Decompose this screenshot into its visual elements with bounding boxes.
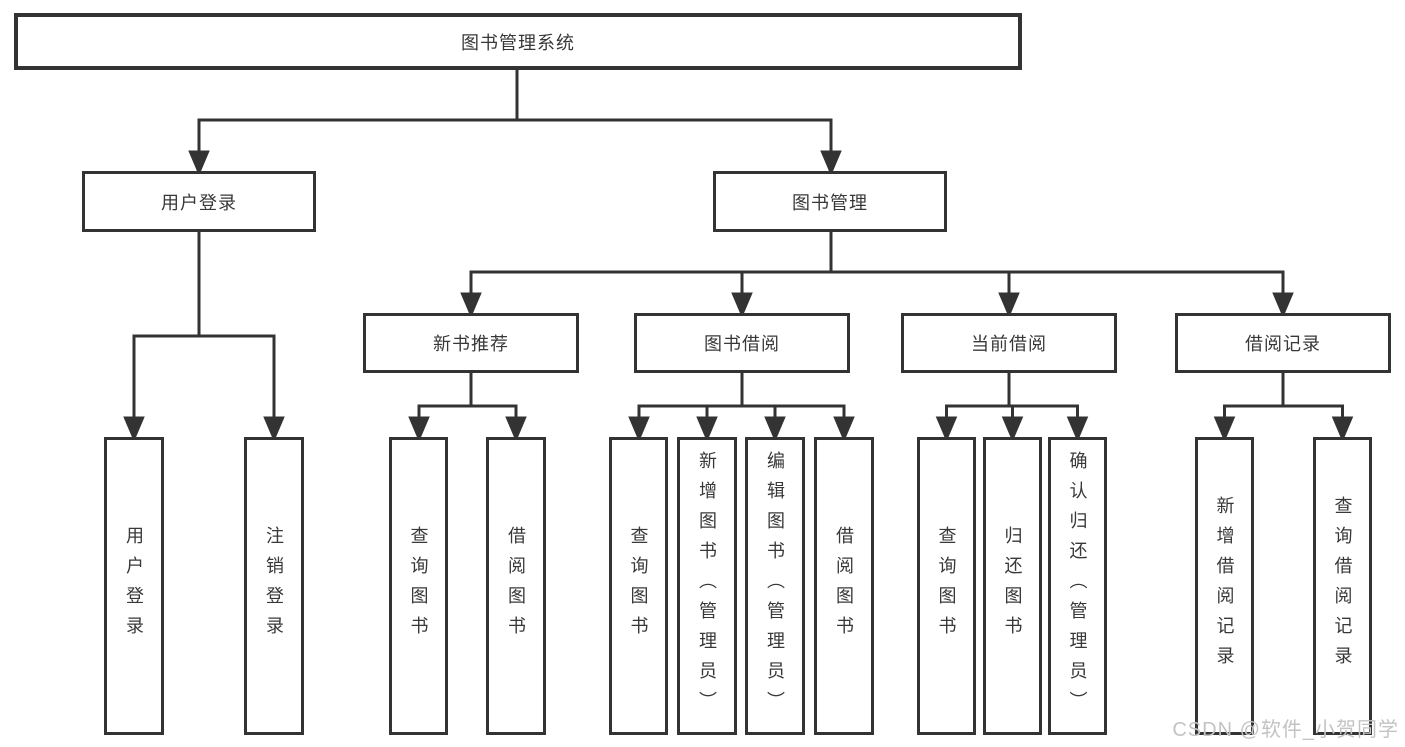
node-leaf-query-books-newrec-label: 查询图书 <box>408 526 429 646</box>
edge-borrow-to-leaves <box>628 373 855 442</box>
node-leaf-logout-label: 注销登录 <box>264 526 284 646</box>
node-book-management-label: 图书管理 <box>792 192 868 213</box>
edge-book-mgmt-to-level3 <box>460 232 1294 318</box>
node-leaf-query-books-borrow-label: 查询图书 <box>628 526 649 646</box>
node-borrow-records-label: 借阅记录 <box>1245 334 1321 354</box>
node-leaf-query-books-borrow: 查询图书 <box>609 437 668 735</box>
edge-user-login-to-leaves <box>123 232 285 442</box>
node-book-borrow: 图书借阅 <box>634 313 850 373</box>
node-leaf-query-books-newrec: 查询图书 <box>389 437 448 735</box>
node-leaf-query-borrow-record-label: 查询借阅记录 <box>1332 496 1353 676</box>
edge-current-to-leaves <box>935 373 1089 442</box>
node-leaf-borrow-books-borrow: 借阅图书 <box>814 437 874 735</box>
node-leaf-add-borrow-record-label: 新增借阅记录 <box>1214 496 1235 676</box>
node-current-borrow-label: 当前借阅 <box>971 334 1047 354</box>
node-book-borrow-label: 图书借阅 <box>704 334 780 354</box>
node-library-system: 图书管理系统 <box>14 13 1022 70</box>
node-leaf-confirm-return-admin: 确认归还（管理员） <box>1048 437 1107 735</box>
node-current-borrow: 当前借阅 <box>901 313 1117 373</box>
edge-records-to-leaves <box>1213 373 1354 442</box>
node-leaf-query-books-current-label: 查询图书 <box>936 526 957 646</box>
node-new-book-recommend: 新书推荐 <box>363 313 579 373</box>
node-user-login: 用户登录 <box>82 171 316 232</box>
node-borrow-records: 借阅记录 <box>1175 313 1391 373</box>
node-leaf-query-borrow-record: 查询借阅记录 <box>1313 437 1372 735</box>
node-leaf-edit-book-admin-label: 编辑图书（管理员） <box>765 451 785 721</box>
node-leaf-borrow-books-newrec-label: 借阅图书 <box>506 526 526 646</box>
edge-new-rec-to-leaves <box>408 373 527 442</box>
node-leaf-add-book-admin: 新增图书（管理员） <box>677 437 737 735</box>
node-library-system-label: 图书管理系统 <box>461 32 575 53</box>
node-leaf-user-login: 用户登录 <box>104 437 164 735</box>
node-new-book-recommend-label: 新书推荐 <box>433 334 509 354</box>
watermark: CSDN @软件_小贺同学 <box>1172 719 1399 741</box>
node-leaf-return-books-label: 归还图书 <box>1002 526 1023 646</box>
node-user-login-label: 用户登录 <box>161 192 237 213</box>
node-leaf-query-books-current: 查询图书 <box>917 437 976 735</box>
edge-root-to-level2 <box>188 70 842 176</box>
node-leaf-edit-book-admin: 编辑图书（管理员） <box>745 437 805 735</box>
node-leaf-logout: 注销登录 <box>244 437 304 735</box>
node-leaf-confirm-return-admin-label: 确认归还（管理员） <box>1067 451 1088 721</box>
node-book-management: 图书管理 <box>713 171 947 232</box>
node-leaf-add-borrow-record: 新增借阅记录 <box>1195 437 1254 735</box>
node-leaf-add-book-admin-label: 新增图书（管理员） <box>697 451 717 721</box>
node-leaf-return-books: 归还图书 <box>983 437 1042 735</box>
node-leaf-borrow-books-borrow-label: 借阅图书 <box>834 526 854 646</box>
node-leaf-borrow-books-newrec: 借阅图书 <box>486 437 546 735</box>
node-leaf-user-login-label: 用户登录 <box>124 526 144 646</box>
